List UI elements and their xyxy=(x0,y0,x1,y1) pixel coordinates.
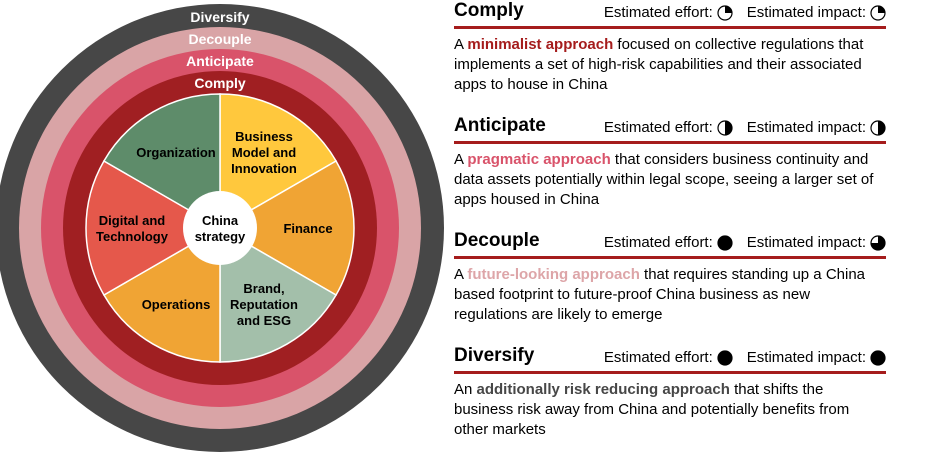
highlight: future-looking approach xyxy=(467,266,640,283)
center-circle xyxy=(183,191,257,265)
effort-harvey-ball-icon xyxy=(717,4,733,21)
highlight: additionally risk reducing approach xyxy=(476,381,730,398)
ring-label: Anticipate xyxy=(186,53,254,69)
ring-label: Diversify xyxy=(190,9,249,25)
segment-label: Technology xyxy=(96,229,169,244)
section-anticipate: Anticipate Estimated effort: Estimated im… xyxy=(454,115,886,210)
segment xyxy=(218,159,355,297)
china-strategy-wheel: DiversifyDecoupleAnticipateComplyBusines… xyxy=(0,4,444,452)
ring-label: Decouple xyxy=(188,31,251,47)
impact-label: Estimated impact: xyxy=(746,349,866,366)
impact-label: Estimated impact: xyxy=(746,119,866,136)
effort-label: Estimated effort: xyxy=(603,119,713,136)
effort-harvey-ball-icon xyxy=(717,119,733,136)
impact-label: Estimated impact: xyxy=(746,4,866,21)
segment-label: Business xyxy=(235,129,293,144)
section-title: Comply xyxy=(454,0,524,21)
segment-label: Innovation xyxy=(231,161,297,176)
ring-label: Comply xyxy=(194,75,246,91)
section-description: A pragmatic approach that considers busi… xyxy=(454,151,874,208)
segment-label: Operations xyxy=(142,297,211,312)
impact-harvey-ball-icon xyxy=(870,119,886,136)
section-title: Diversify xyxy=(454,345,535,366)
section-description: A future-looking approach that requires … xyxy=(454,266,866,323)
center-label: China xyxy=(202,213,239,228)
impact-label: Estimated impact: xyxy=(746,234,866,251)
segment-label: Digital and xyxy=(99,213,166,228)
effort-label: Estimated effort: xyxy=(603,349,713,366)
segment xyxy=(102,226,221,363)
section-decouple: Decouple Estimated effort: Estimated impa… xyxy=(454,230,886,325)
section-diversify: Diversify Estimated effort: Estimated imp… xyxy=(454,345,886,440)
segment xyxy=(102,93,221,230)
section-title: Anticipate xyxy=(454,115,546,136)
segment-label: Model and xyxy=(232,145,296,160)
segment-label: and ESG xyxy=(237,313,291,328)
segment-label: Brand, xyxy=(243,281,284,296)
segment-label: Finance xyxy=(283,221,332,236)
section-comply: Comply Estimated effort: Estimated impact… xyxy=(454,0,886,95)
impact-harvey-ball-icon xyxy=(870,349,886,366)
impact-harvey-ball-icon xyxy=(870,4,886,21)
center-label: strategy xyxy=(195,229,246,244)
effort-label: Estimated effort: xyxy=(603,234,713,251)
segment-label: Organization xyxy=(136,145,216,160)
segment xyxy=(219,226,338,363)
highlight: minimalist approach xyxy=(467,36,614,53)
effort-label: Estimated effort: xyxy=(603,4,713,21)
highlight: pragmatic approach xyxy=(467,151,611,168)
section-description: An additionally risk reducing approach t… xyxy=(454,381,850,438)
impact-harvey-ball-icon xyxy=(870,234,886,251)
section-description: A minimalist approach focused on collect… xyxy=(454,36,864,93)
segment xyxy=(219,93,338,230)
effort-harvey-ball-icon xyxy=(717,349,733,366)
effort-harvey-ball-icon xyxy=(717,234,733,251)
segment-label: Reputation xyxy=(230,297,298,312)
section-title: Decouple xyxy=(454,230,540,251)
segment xyxy=(85,159,222,297)
